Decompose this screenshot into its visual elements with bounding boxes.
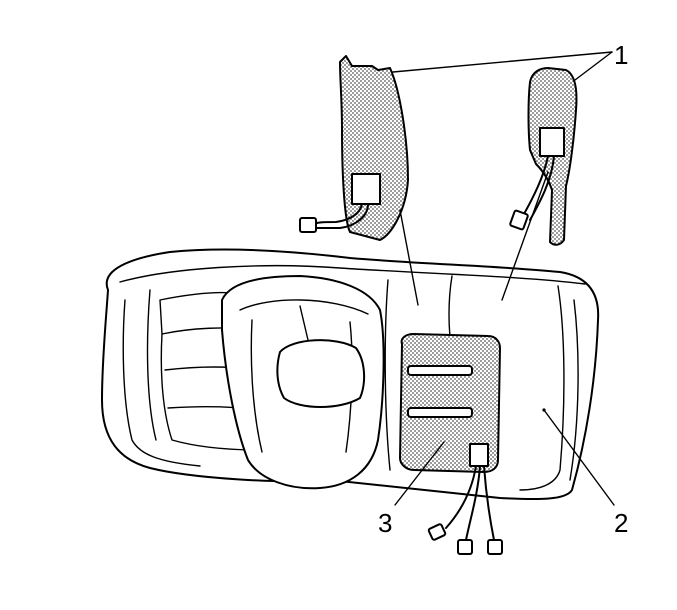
leader-1-left-install xyxy=(399,209,419,306)
armrest-pad xyxy=(276,339,366,408)
leader-3 xyxy=(394,441,445,506)
callout-2: 2 xyxy=(614,508,628,538)
seat-back-heater-pad xyxy=(399,333,503,555)
seat-back-top-seam xyxy=(119,264,586,285)
leader-2 xyxy=(543,409,615,506)
bolster-heater-pad-left xyxy=(299,55,409,241)
leader-1-right xyxy=(574,51,613,81)
leader-1-right-install xyxy=(501,171,549,301)
right-section-seam xyxy=(384,279,391,471)
callout-1: 1 xyxy=(614,40,628,70)
leader-lines xyxy=(392,51,615,506)
left-bolster xyxy=(122,299,201,467)
bolster-heater-pad-right xyxy=(509,67,578,246)
seat-back-assembly xyxy=(101,248,600,501)
leader-1-left xyxy=(392,51,613,73)
callout-3: 3 xyxy=(378,508,392,538)
